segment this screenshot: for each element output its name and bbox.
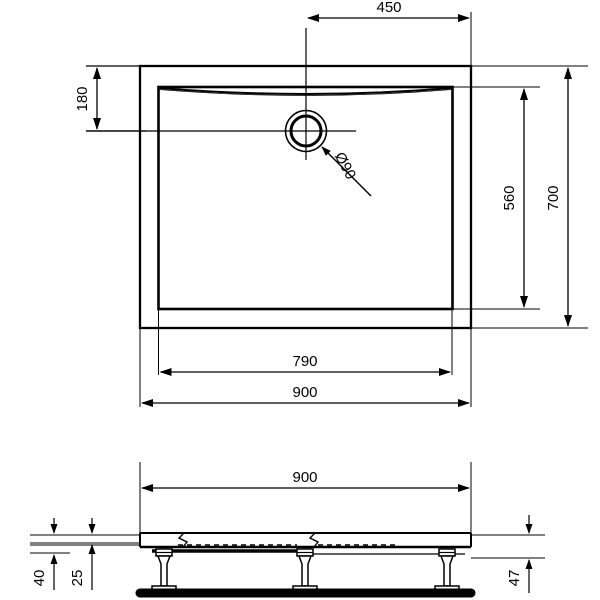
adjustable-foot [151, 548, 177, 592]
dimension-label-40: 40 [31, 570, 48, 587]
plan-view: Ø90 450 180 [74, 0, 588, 407]
dimension-700: 700 [471, 65, 588, 329]
dimension-label-900-elevation: 900 [292, 469, 317, 486]
adjustable-foot [434, 548, 460, 592]
dimension-label-450: 450 [376, 0, 401, 16]
front-elevation-view: 900 [30, 462, 545, 598]
dimension-790: 790 [158, 309, 453, 376]
dimension-900-plan: 900 [139, 328, 472, 407]
break-symbol-right [308, 532, 320, 548]
dimension-label-900-plan: 900 [292, 384, 317, 401]
dimension-40: 40 [30, 518, 70, 590]
drain-diameter-label: Ø90 [331, 149, 359, 182]
dimension-label-790: 790 [292, 353, 317, 370]
dimension-47: 47 [506, 515, 533, 593]
tray-section-body [139, 532, 472, 549]
foot-shaft [156, 555, 172, 587]
foot-shaft [297, 555, 313, 587]
drain-callout-leader [321, 146, 372, 197]
dimension-label-700: 700 [545, 185, 562, 210]
dimension-label-560: 560 [501, 185, 518, 210]
break-symbol-left [177, 532, 189, 548]
dimension-label-47: 47 [506, 570, 523, 587]
adjustable-foot [292, 548, 318, 592]
foot-shaft [439, 555, 455, 587]
dimension-25: 25 [62, 518, 100, 590]
drain-diameter-callout: Ø90 [321, 146, 372, 197]
dimension-180: 180 [74, 65, 146, 132]
dimension-560: 560 [452, 86, 540, 310]
dimension-450: 450 [305, 0, 472, 66]
dimension-label-180: 180 [74, 86, 91, 111]
dimension-900-elevation: 900 [139, 462, 472, 540]
dimension-label-25: 25 [69, 570, 86, 587]
